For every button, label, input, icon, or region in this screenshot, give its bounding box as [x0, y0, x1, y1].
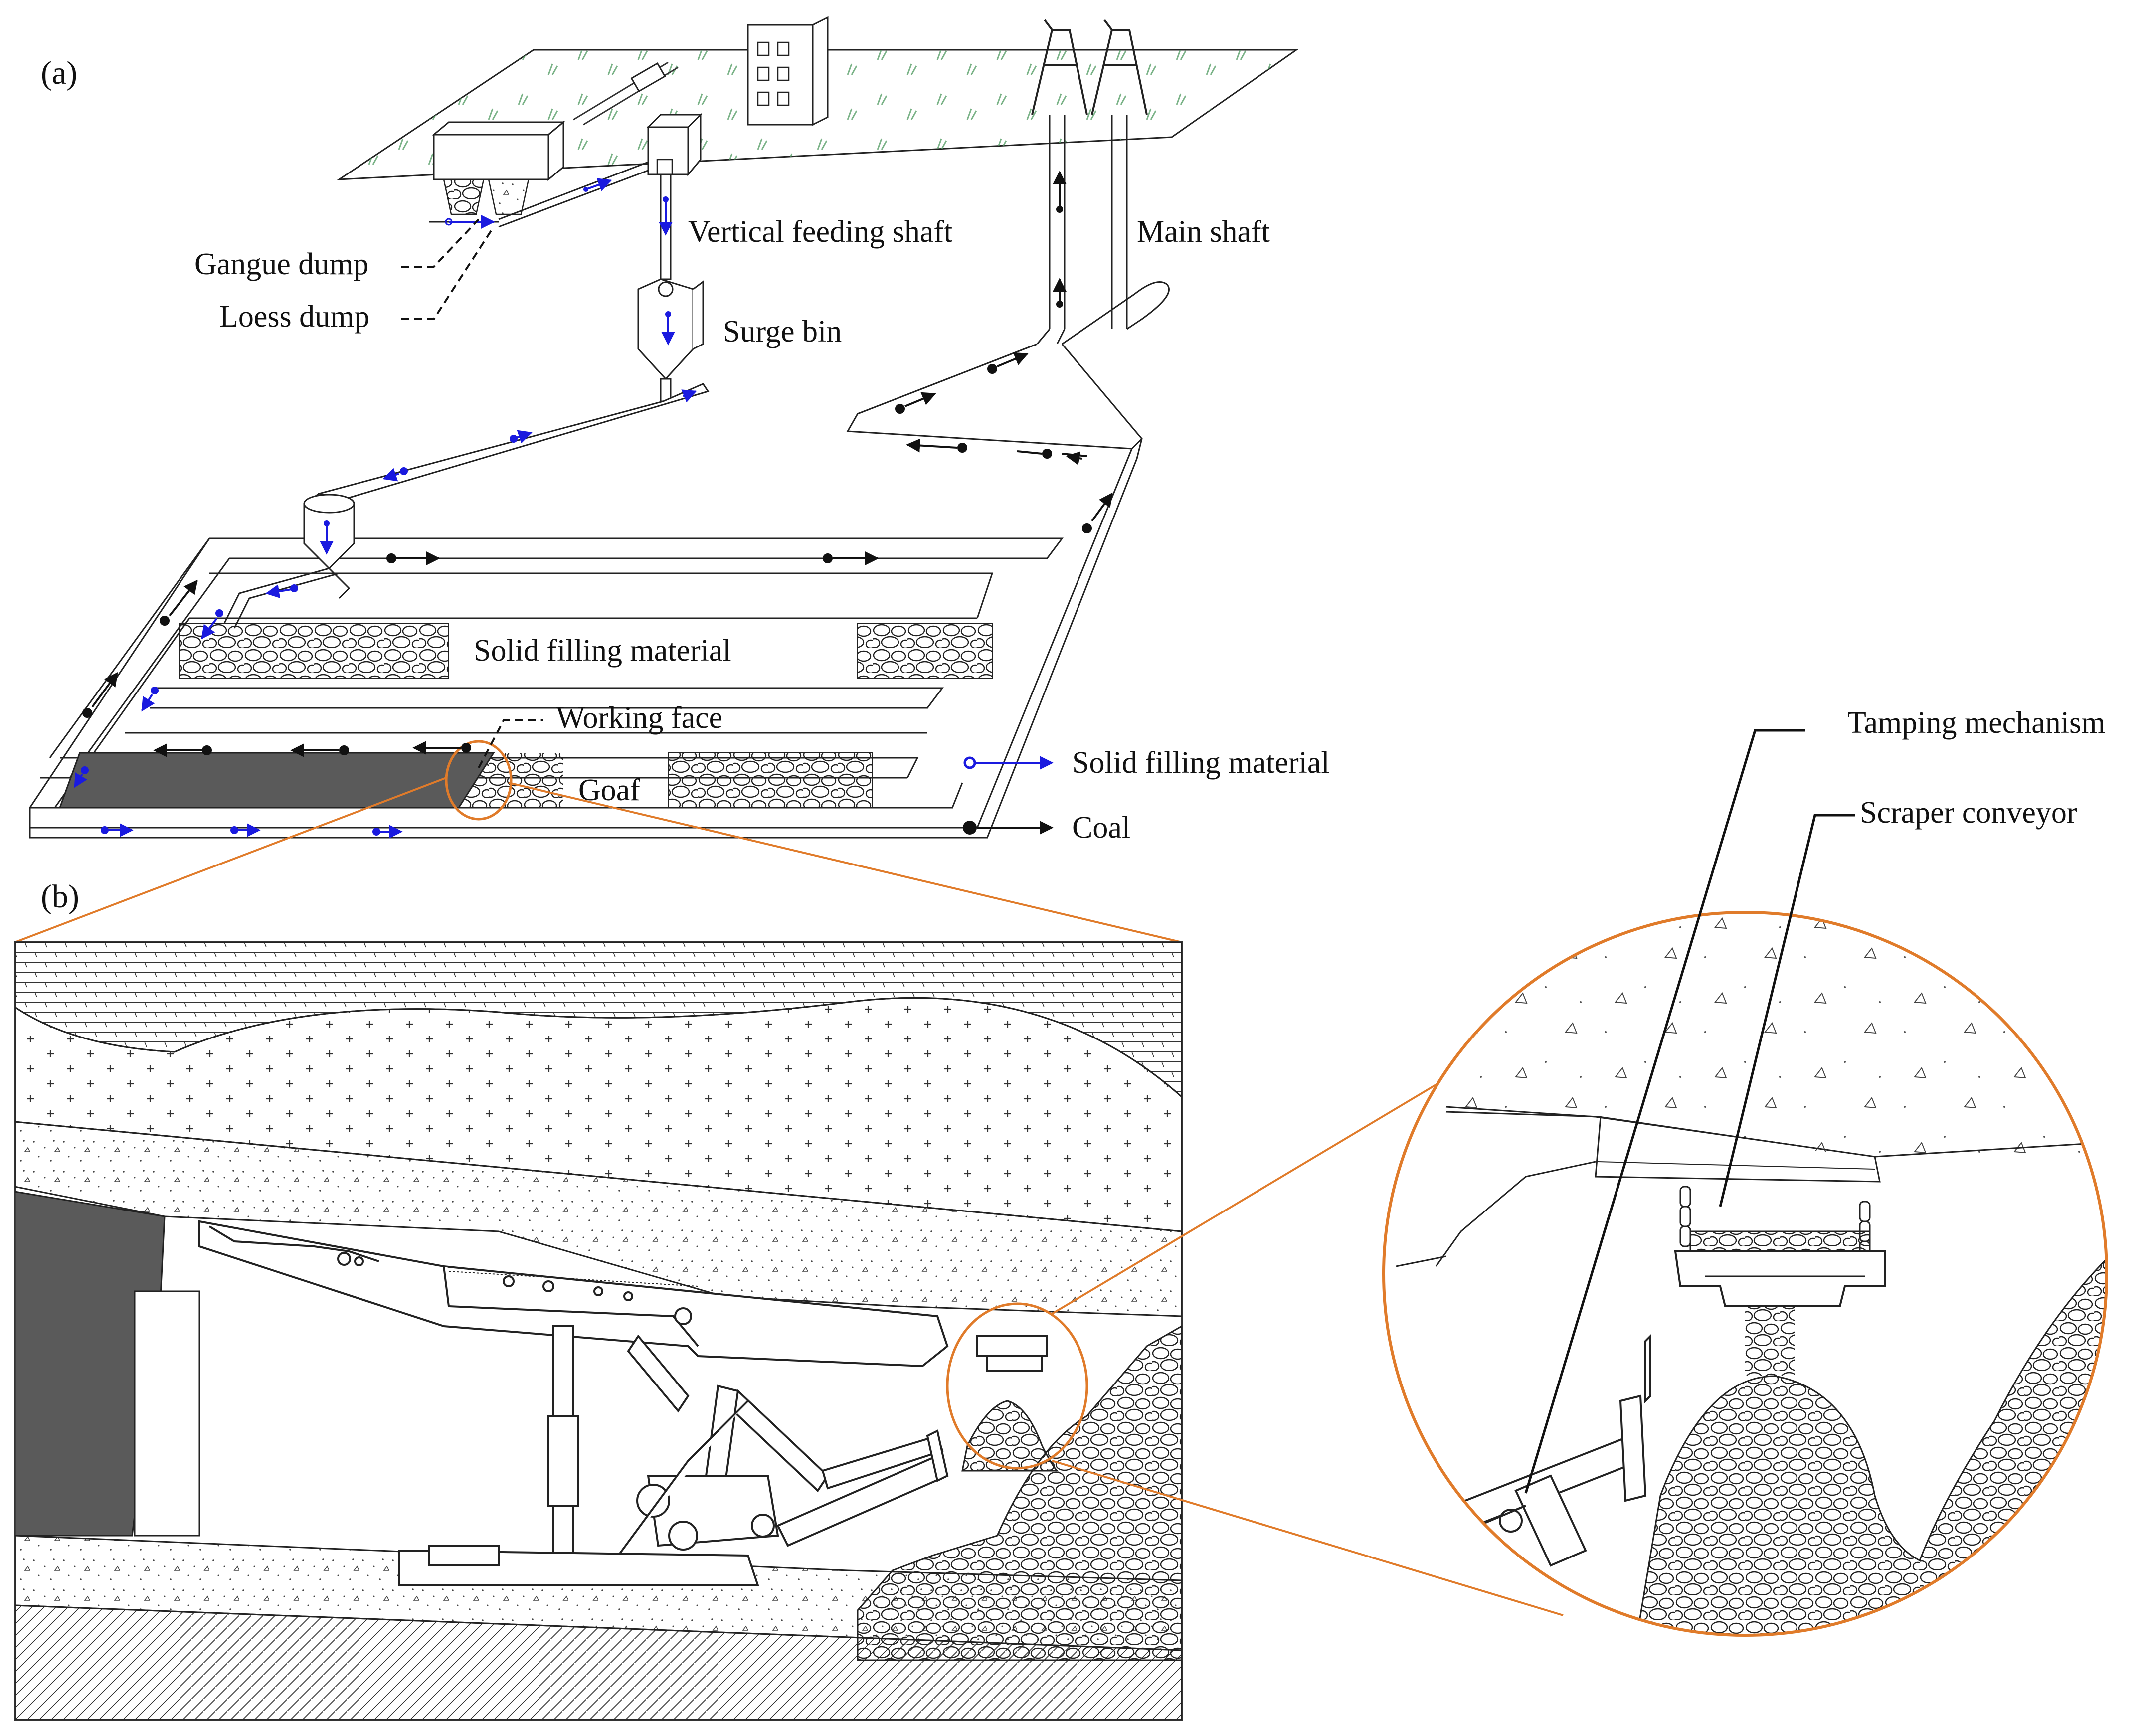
zoom-highlight-b: [946, 1302, 1088, 1470]
feeding-shaft-house: [646, 113, 703, 280]
detail-view: [1382, 911, 2108, 1637]
coal-seam: [58, 752, 495, 809]
label-main-shaft: Main shaft: [1137, 215, 1270, 249]
filling-pile: [961, 1400, 1059, 1472]
panel-a-tag: (a): [41, 55, 77, 91]
legend-label-material: Solid filling material: [1072, 746, 1330, 780]
falling-material: [1745, 1306, 1795, 1376]
label-surge-bin: Surge bin: [723, 315, 842, 348]
main-shaft: [1036, 115, 1170, 345]
legend-item-material: Solid filling material: [963, 746, 1330, 780]
strata-floor-diagonal: [15, 1604, 1182, 1720]
legend: Solid filling material Coal: [963, 746, 1330, 845]
label-tamping-mechanism: Tamping mechanism: [1847, 706, 2105, 740]
label-vertical-feeding-shaft: Vertical feeding shaft: [688, 215, 952, 249]
office-building: [747, 16, 829, 126]
label-scraper-conveyor: Scraper conveyor: [1860, 796, 2077, 830]
working-face-highlight: [445, 740, 513, 821]
face-panel: [134, 1290, 200, 1537]
label-gangue-dump: Gangue dump: [194, 247, 369, 281]
panel-b: (b): [14, 878, 1183, 1721]
flow-markers: [74, 352, 1113, 839]
roadway-network: [29, 343, 1143, 839]
filling-block-lower-right: [668, 752, 873, 808]
surface-plane: [336, 16, 1299, 180]
headframe-icon: [1031, 19, 1148, 115]
callout-leaders: [1524, 729, 1855, 1494]
dump-station: [429, 120, 654, 229]
legend-label-coal: Coal: [1072, 811, 1130, 845]
distribution-hopper: [223, 493, 355, 629]
legend-item-coal: Coal: [963, 811, 1130, 845]
scraper-conveyor: [1674, 1230, 1886, 1307]
detail-circle-border: [1382, 911, 2108, 1637]
panel-a: (a): [29, 16, 1330, 845]
label-loess-dump: Loess dump: [219, 300, 369, 334]
strata-cross: [15, 997, 1182, 1232]
zoom-connector-b-detail: [1051, 1051, 1564, 1616]
filling-block-upper-left: [179, 623, 449, 679]
label-solid-filling-material: Solid filling material: [474, 634, 731, 668]
zoom-connector-a-b: [14, 777, 1182, 943]
leader-lines: [401, 218, 543, 768]
filling-block-upper-right: [857, 623, 993, 679]
label-working-face: Working face: [556, 701, 722, 735]
panel-b-tag: (b): [41, 878, 79, 915]
surge-bin: [637, 278, 704, 402]
hydraulic-support: [198, 1220, 1048, 1586]
